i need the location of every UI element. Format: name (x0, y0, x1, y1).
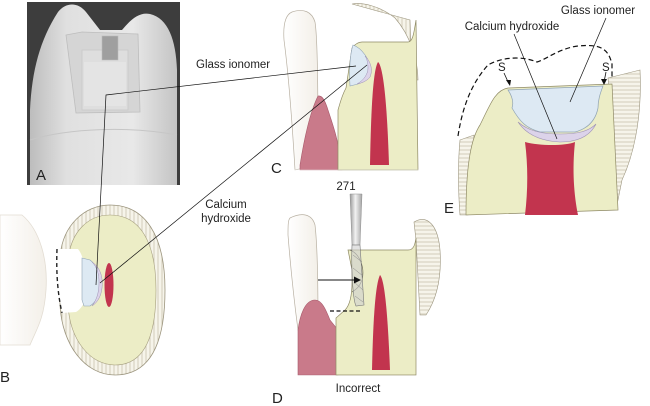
bur-shank (349, 193, 363, 246)
panel-a-photo: A (27, 2, 180, 185)
panel-d-bur: 271 Incorrect D (272, 181, 441, 406)
panel-c-section: C (271, 3, 422, 177)
s-label-left: S (498, 62, 506, 74)
pulp-d (372, 275, 390, 370)
bur-number-label: 271 (336, 181, 355, 193)
enamel-d (413, 219, 441, 316)
calcium-hydroxide-label-e: Calcium hydroxide (465, 21, 560, 33)
calcium-hydroxide-b (91, 261, 103, 307)
panel-letter-d: D (272, 390, 283, 406)
panel-letter-a: A (36, 167, 46, 184)
pulp-c (370, 62, 389, 165)
calcium-hydroxide-label-c-line2: hydroxide (201, 213, 251, 225)
panel-letter-c: C (271, 160, 282, 177)
calcium-hydroxide-c (356, 55, 372, 85)
pulp-b (104, 263, 114, 307)
bur-head (351, 244, 365, 307)
calcium-hydroxide-label-c-line1: Calcium (205, 199, 247, 211)
panel-b-cross-section: B (0, 204, 166, 386)
panel-letter-e: E (444, 200, 454, 217)
incorrect-caption: Incorrect (336, 383, 382, 395)
cross-panel-callouts: Glass ionomer Calcium hydroxide (95, 59, 368, 286)
arrow-head-icon (354, 276, 361, 284)
glass-ionomer-e (507, 85, 604, 133)
adjacent-tooth-b (0, 214, 47, 346)
panel-letter-b: B (0, 369, 10, 386)
leader-calcium-hydroxide (99, 64, 368, 284)
dashed-outline-b (56, 248, 63, 314)
leader-glass-ionomer-e (569, 17, 607, 103)
dashed-outline-e (457, 44, 613, 137)
leader-calcium-hydroxide-e (513, 33, 558, 140)
cavity-b (56, 249, 85, 313)
calcium-hydroxide-e (517, 121, 597, 143)
enamel-c (351, 3, 419, 81)
glass-ionomer-label-c: Glass ionomer (196, 59, 270, 71)
glass-ionomer-label-e: Glass ionomer (561, 5, 635, 17)
leader-glass-ionomer (95, 65, 357, 286)
s-label-right: S (602, 62, 610, 74)
panel-e-enlarged: S S Glass ionomer Calcium hydroxide E (444, 5, 641, 218)
